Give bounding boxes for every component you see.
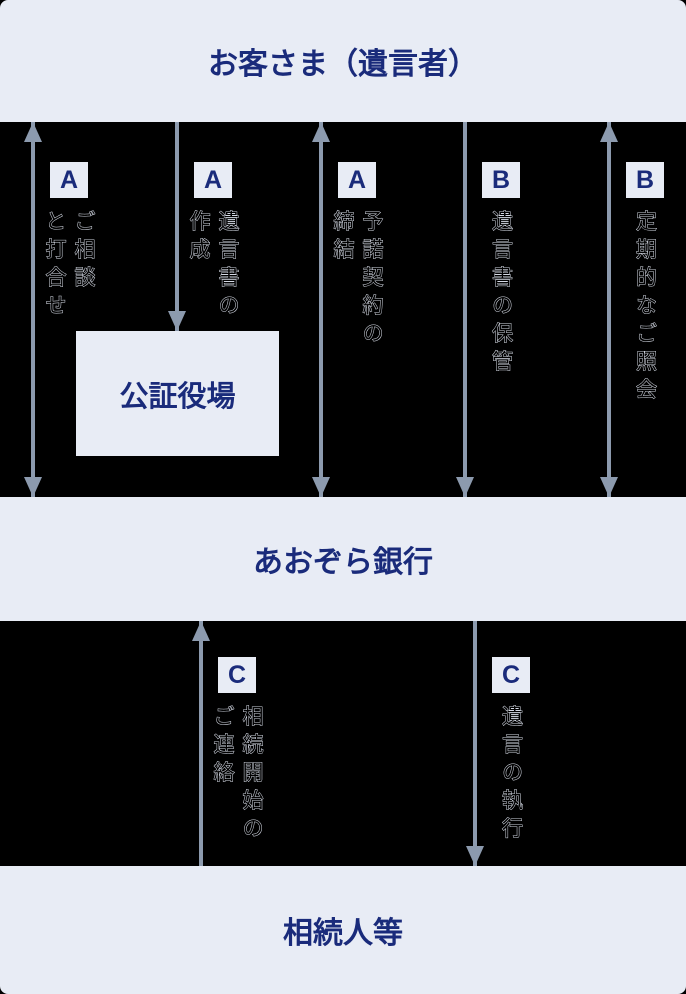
heirs-band: 相続人等 — [0, 866, 686, 994]
flow-label-text: 遺言書の 作成 — [187, 210, 240, 323]
arrow-down-icon — [600, 477, 618, 497]
arrow-down-icon — [24, 477, 42, 497]
step-badge: A — [338, 162, 376, 198]
bank-title: あおぞら銀行 — [253, 546, 433, 579]
arrow-up-icon — [24, 122, 42, 142]
arrow-line — [199, 621, 203, 866]
arrow-up-icon — [312, 122, 330, 142]
flow-label-text: 遺言書の保管 — [489, 210, 513, 379]
flow-label-inheritance-notice: C 相続開始の ご連絡 — [177, 657, 297, 846]
flow-label-text: 定期的なご照会 — [633, 210, 657, 407]
arrow-down-icon — [456, 477, 474, 497]
flow-label-text: 予諾契約の 締結 — [331, 210, 384, 351]
arrow-down-icon — [466, 846, 484, 866]
step-badge: C — [218, 657, 256, 693]
arrow-up-icon — [192, 621, 210, 641]
arrow-line — [319, 122, 323, 497]
customer-title: お客さま（遺言者） — [208, 48, 478, 81]
step-badge: A — [194, 162, 232, 198]
flow-label-agreement: A 予諾契約の 締結 — [297, 162, 417, 351]
notary-office-box: 公証役場 — [76, 331, 279, 456]
bank-band: あおぞら銀行 — [0, 497, 686, 621]
step-badge: B — [482, 162, 520, 198]
arrow-down-icon — [312, 477, 330, 497]
flow-label-text: ご相談 と打合せ — [43, 210, 96, 323]
step-badge: C — [492, 657, 530, 693]
notary-office-title: 公証役場 — [119, 380, 236, 413]
flow-label-periodic-inquiry: B 定期的なご照会 — [585, 162, 686, 407]
flow-label-will-creation: A 遺言書の 作成 — [153, 162, 273, 323]
flow-label-will-execution: C 遺言の執行 — [451, 657, 571, 846]
flow-label-text: 遺言の執行 — [499, 705, 523, 846]
arrow-down-icon — [168, 311, 186, 331]
flow-label-text: 相続開始の ご連絡 — [211, 705, 264, 846]
flow-label-consultation: A ご相談 と打合せ — [9, 162, 129, 323]
customer-band: お客さま（遺言者） — [0, 0, 686, 122]
arrow-line — [463, 122, 467, 497]
flow-label-will-custody: B 遺言書の保管 — [441, 162, 561, 379]
step-badge: A — [50, 162, 88, 198]
arrow-line — [473, 621, 477, 866]
arrow-line — [31, 122, 35, 497]
step-badge: B — [626, 162, 664, 198]
arrow-up-icon — [600, 122, 618, 142]
heirs-title: 相続人等 — [283, 917, 403, 950]
arrow-line — [175, 122, 179, 331]
arrow-line — [607, 122, 611, 497]
